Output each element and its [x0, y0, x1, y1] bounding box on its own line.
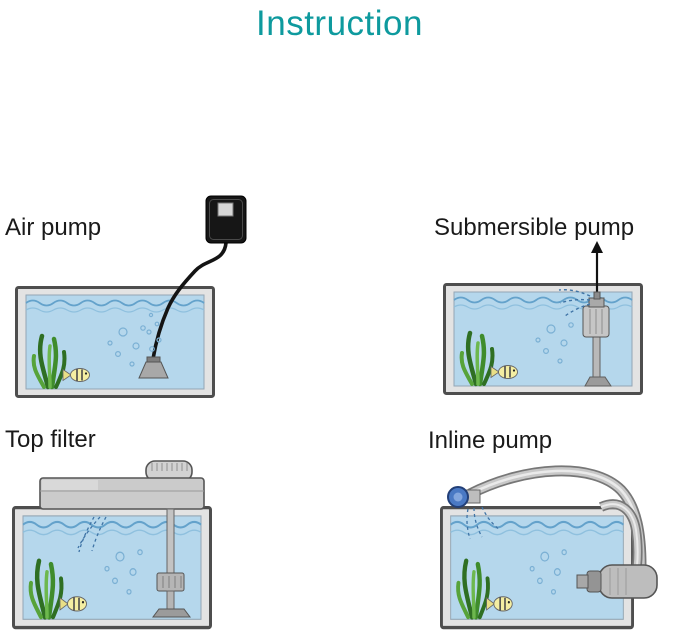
air-pump-device-icon	[205, 195, 247, 244]
top-filter-diagram	[14, 460, 211, 628]
top-filter-unit-icon	[39, 460, 205, 510]
air-stone-icon	[138, 356, 169, 379]
panel-label-air-pump: Air pump	[5, 214, 102, 241]
water-spray-icon	[466, 506, 501, 540]
submersible-pump-device-icon	[582, 291, 612, 387]
air-hose	[151, 242, 228, 360]
filter-outflow-spray-icon	[77, 516, 107, 553]
aquarium-tank	[17, 288, 214, 397]
submersible-pump-diagram	[445, 241, 642, 394]
panel-label-inline-pump: Inline pump	[428, 427, 553, 454]
inline-pump-device-icon	[576, 564, 658, 599]
aquarium-tank	[445, 285, 642, 394]
intake-tube-icon	[166, 508, 175, 574]
inline-pump-diagram	[441, 465, 658, 628]
page-title: Instruction	[256, 4, 423, 43]
air-pump-diagram	[17, 195, 247, 397]
rising-bubbles-icon	[146, 312, 162, 352]
up-arrow-icon	[591, 241, 603, 293]
panel-label-top-filter: Top filter	[5, 426, 96, 453]
panel-label-submersible-pump: Submersible pump	[434, 214, 635, 241]
hose-icon	[598, 499, 643, 567]
water-spray-icon	[558, 289, 591, 317]
internal-pump-icon	[152, 572, 191, 618]
inlet-fitting-icon	[447, 486, 481, 508]
